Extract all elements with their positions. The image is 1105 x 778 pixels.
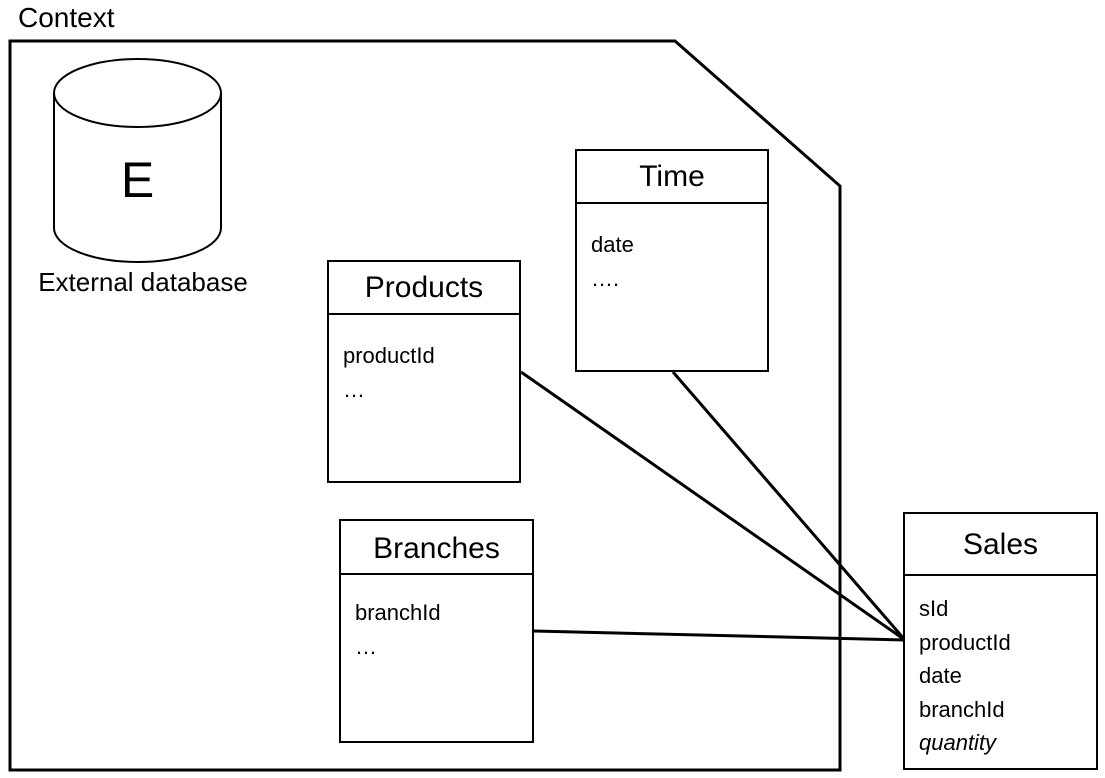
entity-products[interactable]: Products productId …	[327, 260, 521, 483]
entity-sales[interactable]: Sales sId productId date branchId quanti…	[903, 512, 1098, 770]
field-productid: productId	[343, 343, 435, 368]
field-more: ….	[591, 265, 620, 291]
products-sales-connector	[520, 370, 906, 642]
diagram-title: Context	[18, 2, 115, 33]
field-more: …	[343, 376, 365, 402]
field-date: date	[919, 663, 962, 688]
entity-time[interactable]: Time date ….	[575, 149, 769, 372]
database-letter: E	[120, 152, 155, 208]
field-more: …	[355, 633, 377, 659]
entity-name: Time	[577, 151, 767, 204]
entity-branches[interactable]: Branches branchId …	[339, 519, 534, 743]
database-label: External database	[38, 267, 248, 297]
field-date: date	[591, 232, 634, 257]
entity-fields: productId …	[329, 315, 519, 406]
branches-sales-connector	[533, 629, 906, 642]
entity-name: Products	[329, 262, 519, 315]
field-quantity: quantity	[919, 730, 997, 755]
field-sid: sId	[919, 596, 949, 621]
context-boundary	[8, 39, 842, 772]
entity-name: Sales	[905, 514, 1096, 576]
field-branchid: branchId	[919, 696, 1005, 722]
entity-fields: sId productId date branchId quantity	[905, 576, 1096, 760]
time-sales-connector	[671, 371, 907, 641]
entity-name: Branches	[341, 521, 532, 575]
field-branchid: branchId	[355, 600, 441, 625]
database-cylinder-icon	[53, 58, 222, 263]
entity-fields: date ….	[577, 204, 767, 295]
entity-fields: branchId …	[341, 575, 532, 663]
field-productid: productId	[919, 629, 1011, 655]
